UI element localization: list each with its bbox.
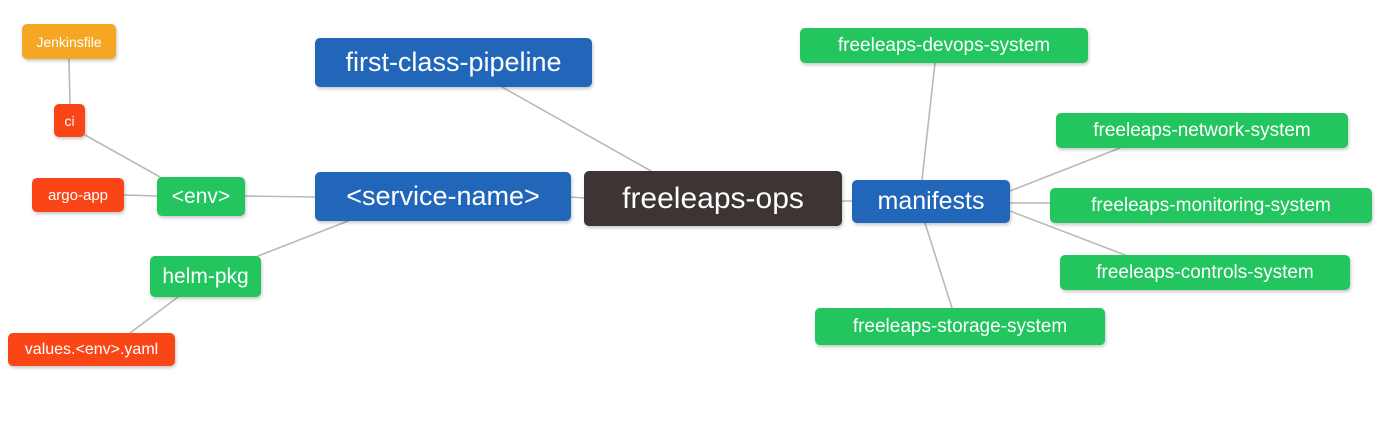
node-values-env-yaml[interactable]: values.<env>.yaml [8,333,175,366]
node-freeleaps-ops[interactable]: freeleaps-ops [584,171,842,226]
node-label-freeleaps-devops-system: freeleaps-devops-system [837,35,1051,56]
node-label-freeleaps-controls-system: freeleaps-controls-system [1096,262,1314,283]
node-ci[interactable]: ci [54,104,85,137]
node-service-name[interactable]: <service-name> [315,172,571,221]
node-label-jenkinsfile: Jenkinsfile [36,33,102,50]
edge-service-name-to-freeleaps-ops [570,196,585,199]
node-jenkinsfile[interactable]: Jenkinsfile [22,24,116,59]
node-label-argo-app: argo-app [47,186,109,204]
edge-manifests-to-freeleaps-network-system [1009,147,1121,192]
node-argo-app[interactable]: argo-app [32,178,124,212]
node-freeleaps-monitoring-system[interactable]: freeleaps-monitoring-system [1050,188,1372,223]
edge-jenkinsfile-to-ci [68,58,71,105]
node-helm-pkg[interactable]: helm-pkg [150,256,261,297]
node-freeleaps-controls-system[interactable]: freeleaps-controls-system [1060,255,1350,290]
node-label-manifests: manifests [877,187,985,215]
edge-values-env-yaml-to-helm-pkg [129,296,179,334]
edge-ci-to-env [84,134,161,178]
edge-first-class-pipeline-to-freeleaps-ops [501,86,652,172]
node-env[interactable]: <env> [157,177,245,216]
node-label-values-env-yaml: values.<env>.yaml [24,340,159,358]
node-label-freeleaps-storage-system: freeleaps-storage-system [852,316,1068,337]
node-freeleaps-network-system[interactable]: freeleaps-network-system [1056,113,1348,148]
node-label-freeleaps-ops: freeleaps-ops [622,181,804,215]
edge-helm-pkg-to-service-name [257,220,349,257]
node-label-freeleaps-monitoring-system: freeleaps-monitoring-system [1091,195,1331,216]
node-label-service-name: <service-name> [346,181,540,211]
edge-env-to-service-name [244,195,316,198]
node-label-first-class-pipeline: first-class-pipeline [345,47,562,77]
node-label-ci: ci [64,112,75,129]
edge-manifests-to-freeleaps-storage-system [924,222,953,309]
node-first-class-pipeline[interactable]: first-class-pipeline [315,38,592,87]
node-freeleaps-storage-system[interactable]: freeleaps-storage-system [815,308,1105,345]
edge-manifests-to-freeleaps-devops-system [921,62,936,181]
node-label-freeleaps-network-system: freeleaps-network-system [1093,120,1311,141]
node-label-env: <env> [171,185,231,208]
edge-argo-app-to-env [123,194,158,197]
node-label-helm-pkg: helm-pkg [162,265,249,288]
node-freeleaps-devops-system[interactable]: freeleaps-devops-system [800,28,1088,63]
node-manifests[interactable]: manifests [852,180,1010,223]
